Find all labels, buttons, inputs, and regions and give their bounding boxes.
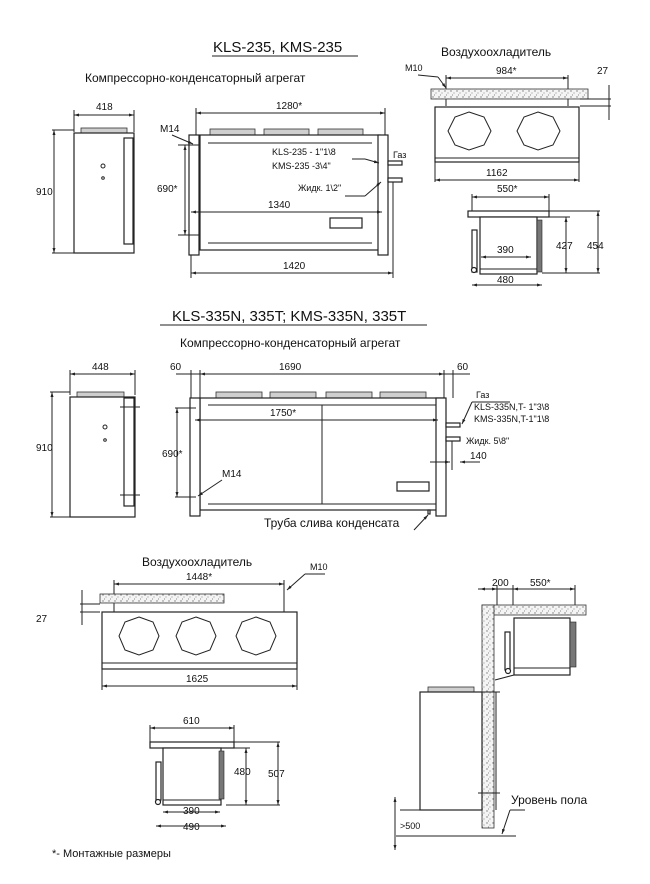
cooler2-side-view: 610 390 490 480 507	[149, 716, 285, 833]
liquid-pipe	[387, 177, 403, 183]
section2-title: KLS-335N, 335T; KMS-335N, 335T	[172, 308, 406, 325]
unit2-side-width: 448	[92, 362, 109, 373]
unit2-offset-right: 60	[457, 362, 469, 373]
cooler1-mount-width: 984*	[496, 66, 517, 77]
unit2-width: 1690	[279, 362, 302, 373]
left-mount-rail	[188, 134, 200, 256]
cooler1-gap: 27	[597, 66, 609, 77]
cooler2-height-total: 507	[268, 769, 285, 780]
section1-title: KLS-235, KMS-235	[213, 39, 342, 56]
cooler1-title: Воздухоохладитель	[441, 45, 551, 59]
cooler2-gap: 27	[36, 614, 48, 625]
unit1-liquid: Жидк. 1\2"	[298, 183, 341, 193]
cooler1-height: 427	[556, 241, 573, 252]
unit1-bolt: M14	[160, 124, 180, 135]
unit2-mount-width: 1750*	[270, 408, 296, 419]
cooler2-depth: 490	[183, 822, 200, 833]
install-wall: 200	[492, 578, 509, 589]
unit2-front-view: 60 1690 60 1750* 690* M14 Газ KLS-335N,T…	[162, 362, 549, 531]
condenser-fan-grille	[80, 127, 128, 134]
cooler2-depth-inner: 390	[183, 806, 200, 817]
cooler1-mount-depth: 550*	[497, 184, 518, 195]
install-mount-depth: 550*	[530, 578, 551, 589]
unit2-mount-height: 690*	[162, 449, 183, 460]
gas-pipe	[387, 160, 403, 166]
unit1-side-width: 418	[96, 102, 113, 113]
fan-icon	[235, 616, 277, 656]
unit1-gas-kls: KLS-235 - 1"1\8	[272, 147, 336, 157]
unit2-drain: Труба слива конденсата	[264, 516, 400, 530]
unit1-mount-height: 690*	[157, 184, 178, 195]
unit2-side-height: 910	[36, 443, 53, 454]
cooler1-depth: 480	[497, 275, 514, 286]
cooler1-side-view: 550* 390 480 427 454	[467, 184, 604, 287]
ceiling-slab	[430, 88, 589, 100]
installation-diagram: 200 550* >500 Уровень пола	[393, 578, 587, 850]
unit2-gas-kms: KMS-335N,T-1"1\8	[474, 414, 549, 424]
cooler1-depth-inner: 390	[497, 245, 514, 256]
unit1-side-height: 910	[36, 187, 53, 198]
section2-unit-label: Компрессорно-конденсаторный агрегат	[180, 336, 401, 350]
unit1-side-view: 418 910	[36, 102, 135, 254]
cooler2-width-top: 610	[183, 716, 200, 727]
unit2-gas-kls: KLS-335N,T- 1"3\8	[474, 402, 549, 412]
ceiling-slab	[99, 593, 225, 604]
cooler1-height-total: 454	[587, 241, 604, 252]
unit1-gas-kms: KMS-235 -3\4"	[272, 161, 331, 171]
unit1-inner-width: 1340	[268, 200, 291, 211]
footnote: *- Монтажные размеры	[52, 848, 171, 860]
unit2-pipe-offset: 140	[470, 451, 487, 462]
fan-icon	[175, 616, 217, 656]
cooler2-mount-width: 1448*	[186, 572, 212, 583]
cooler1-front-view: Воздухоохладитель M10 984* 27 1162	[405, 45, 611, 182]
cooler1-bolt: M10	[405, 63, 423, 73]
cooler1-width: 1162	[486, 168, 508, 179]
unit2-side-view: 448 910	[36, 362, 140, 518]
cooler2-width: 1625	[186, 674, 209, 685]
fan-icon	[118, 616, 160, 656]
unit2-offset-left: 60	[170, 362, 182, 373]
cooler2-title: Воздухоохладитель	[142, 555, 252, 569]
section1-unit-label: Компрессорно-конденсаторный агрегат	[85, 71, 306, 85]
install-clearance: >500	[400, 821, 420, 831]
right-mount-rail	[377, 134, 389, 256]
ceiling-slab	[481, 604, 587, 616]
fan-icon	[516, 111, 561, 151]
install-floor-label: Уровень пола	[511, 793, 587, 807]
cooler2-height: 480	[234, 767, 251, 778]
unit1-outer-width: 1420	[283, 261, 306, 272]
fan-icon	[447, 111, 492, 151]
unit2-bolt: M14	[222, 469, 242, 480]
cooler2-bolt: M10	[310, 562, 328, 572]
unit1-mount-width: 1280*	[276, 101, 302, 112]
unit2-liquid: Жидк. 5\8"	[466, 436, 509, 446]
unit1-gas-label: Газ	[393, 150, 406, 160]
cooler2-front-view: Воздухоохладитель M10 1448* 27 1625	[36, 555, 328, 690]
wall-panel	[481, 604, 495, 829]
unit2-gas-label: Газ	[476, 390, 489, 400]
unit1-front-view: 1280* M14 690* 1340 1420 Газ KLS-235 - 1…	[157, 101, 406, 278]
